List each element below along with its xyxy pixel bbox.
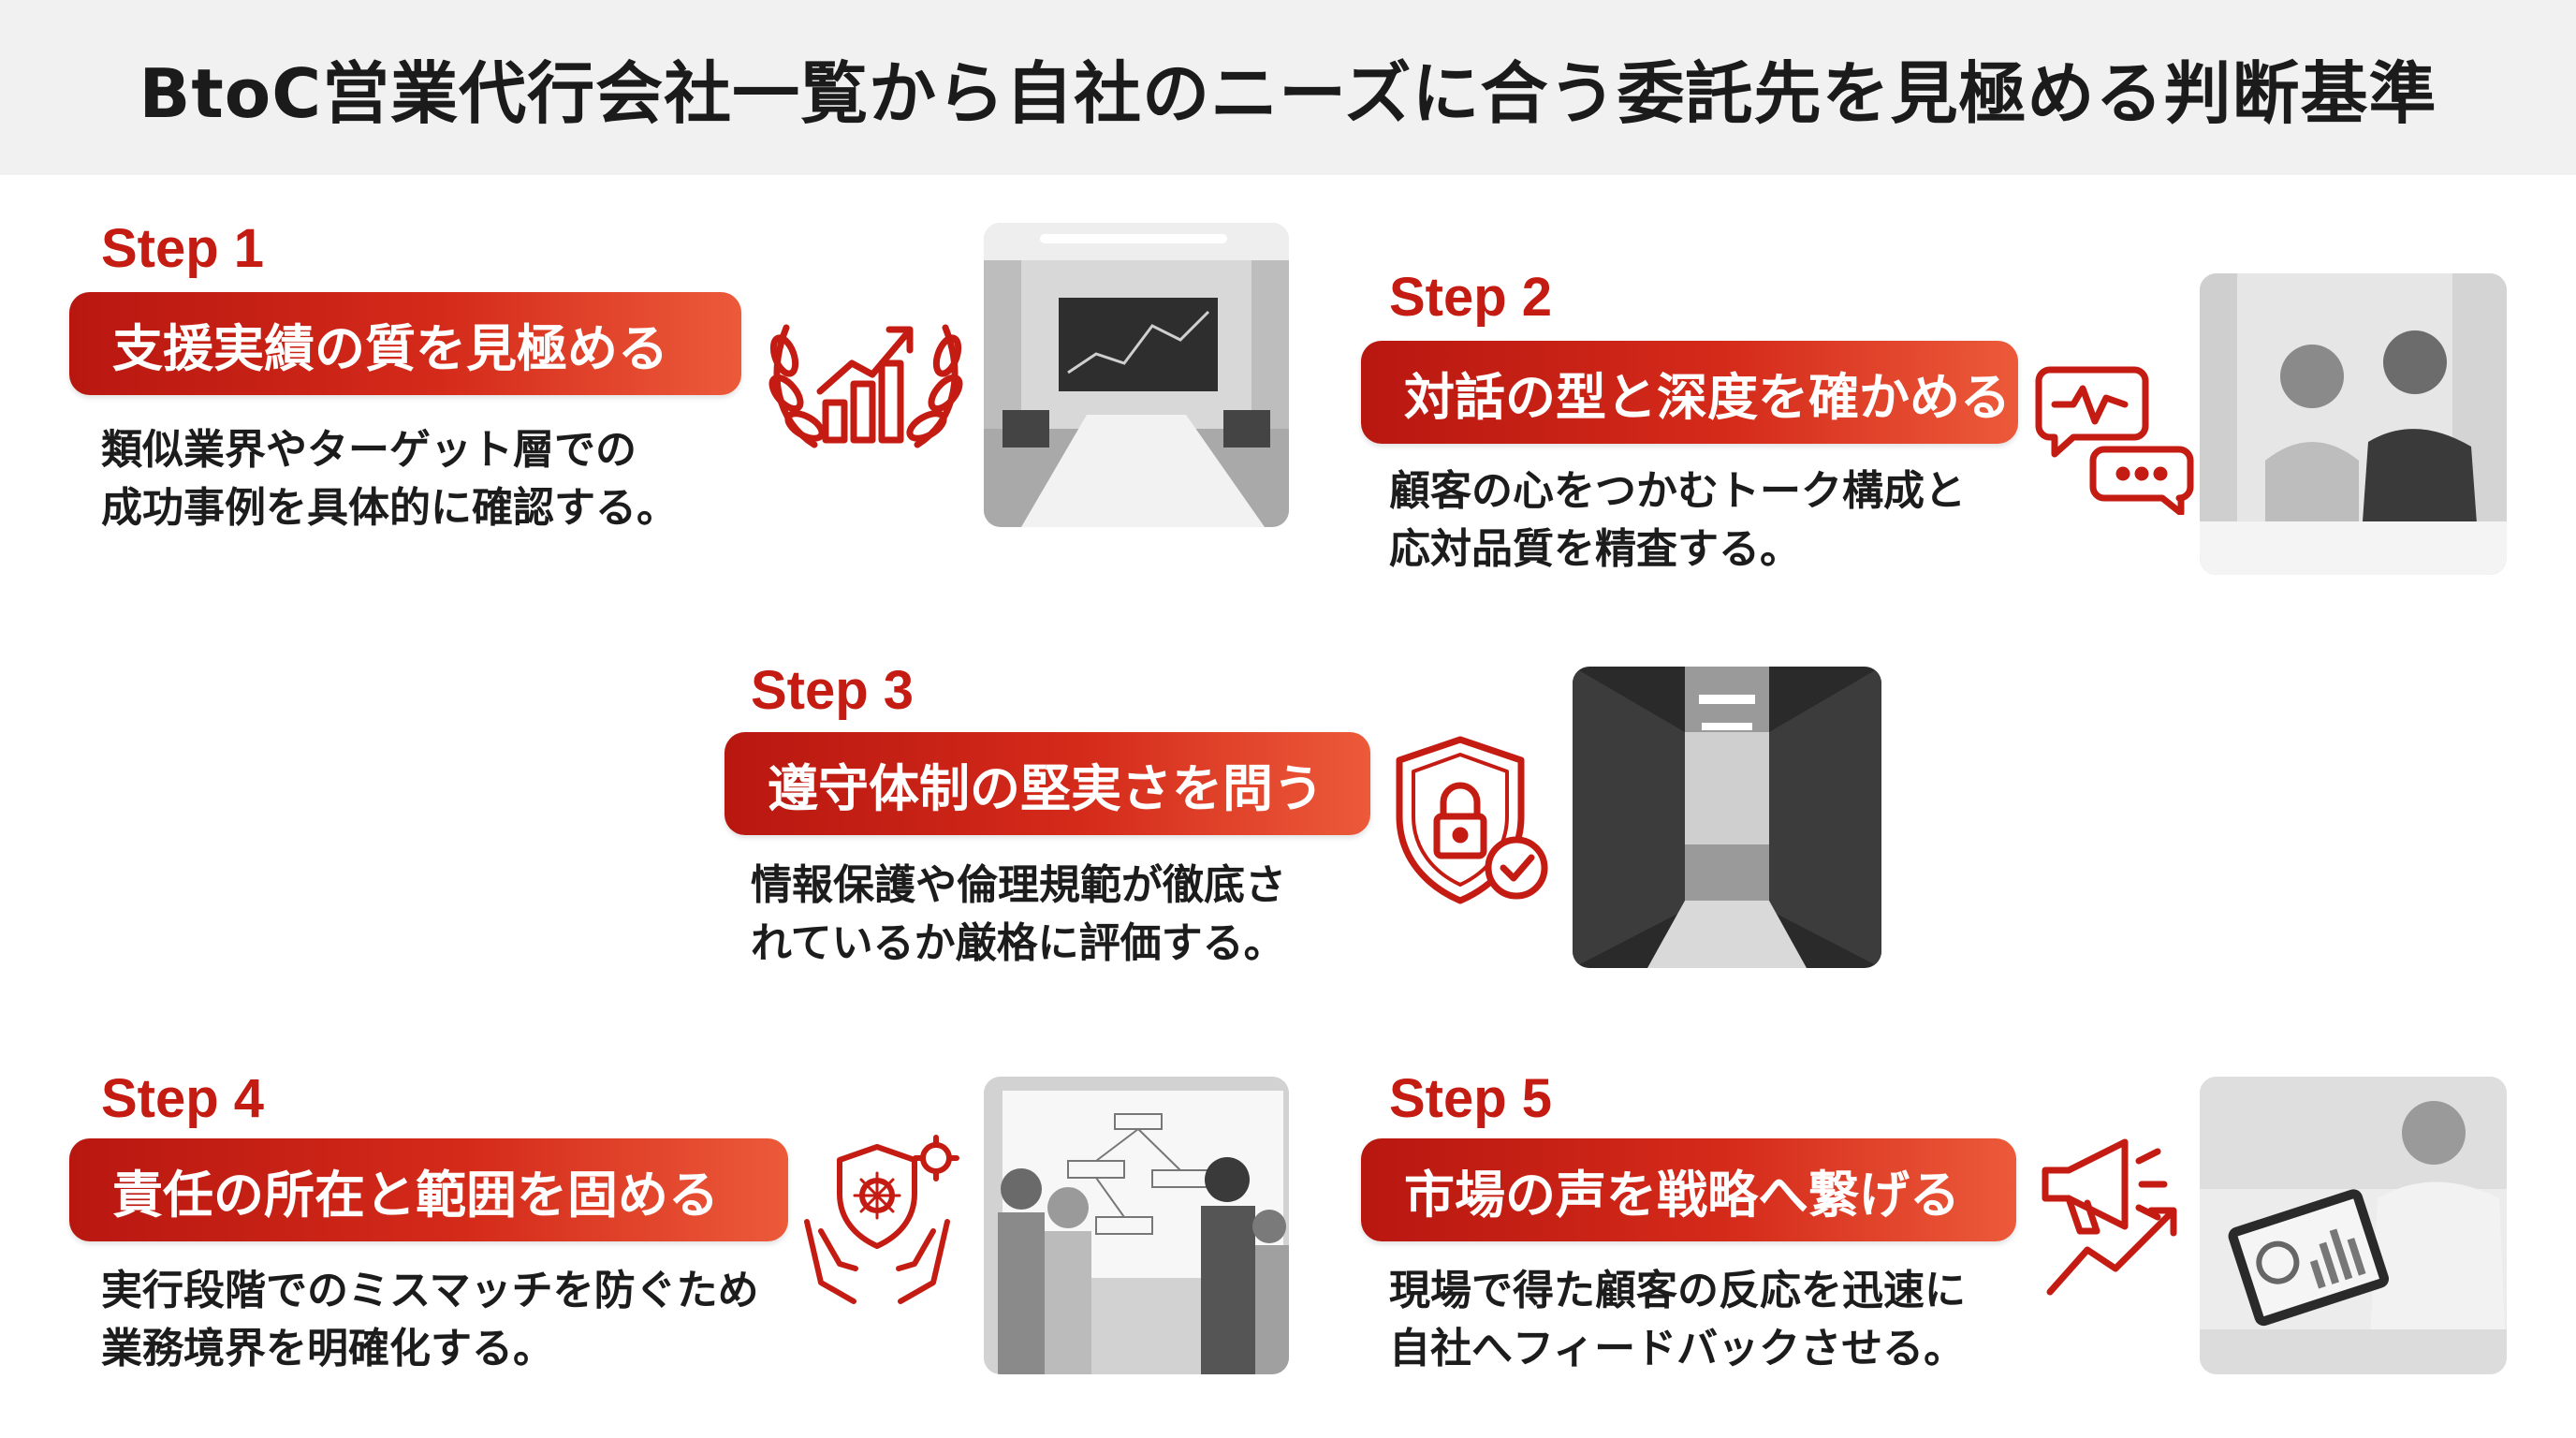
- page-title: BtoC営業代行会社一覧から自社のニーズに合う委託先を見極める判断基準: [139, 54, 2437, 133]
- step-heading: 遵守体制の堅実さを問う: [724, 732, 1370, 835]
- step-label: Step 4: [101, 1068, 265, 1129]
- hands-shield-gear-icon: [798, 1128, 966, 1306]
- step-desc-line1: 現場で得た顧客の反応を迅速に: [1389, 1267, 1966, 1314]
- step-desc-line1: 実行段階でのミスマッチを防ぐため: [101, 1267, 759, 1314]
- shield-lock-check-icon: [1385, 732, 1554, 910]
- speech-bubbles-icon: [2031, 346, 2200, 517]
- step-desc-line1: 情報保護や倫理規範が徹底さ: [751, 861, 1286, 909]
- server-room-photo: [1573, 667, 1881, 968]
- whiteboard-team-photo: [984, 1077, 1289, 1374]
- step-desc-line2: 自社へフィードバックさせる。: [1389, 1325, 1966, 1372]
- header-bar: BtoC営業代行会社一覧から自社のニーズに合う委託先を見極める判断基準: [0, 0, 2576, 175]
- step-desc-line1: 類似業界やターゲット層での: [101, 426, 637, 474]
- step-desc-line2: れているか厳格に評価する。: [751, 919, 1285, 967]
- step-label: Step 5: [1389, 1068, 1553, 1129]
- step-desc-line1: 顧客の心をつかむトーク構成と: [1389, 467, 1966, 515]
- step-label: Step 3: [751, 660, 915, 721]
- step-desc-line2: 応対品質を精査する。: [1389, 525, 1801, 573]
- conference-room-photo: [984, 223, 1289, 527]
- step-heading: 支援実績の質を見極める: [69, 292, 741, 395]
- tablet-analytics-photo: [2200, 1077, 2507, 1374]
- step-heading: 対話の型と深度を確かめる: [1361, 341, 2018, 444]
- megaphone-arrow-icon: [2031, 1128, 2200, 1306]
- step-desc-line2: 業務境界を明確化する。: [101, 1325, 554, 1372]
- step-heading: 市場の声を戦略へ繋げる: [1361, 1138, 2016, 1241]
- business-meeting-photo: [2200, 273, 2507, 575]
- step-heading: 責任の所在と範囲を固める: [69, 1138, 788, 1241]
- growth-chart-laurel-icon: [758, 281, 973, 468]
- step-desc-line2: 成功事例を具体的に確認する。: [101, 484, 678, 532]
- step-label: Step 2: [1389, 267, 1553, 328]
- step-label: Step 1: [101, 218, 265, 279]
